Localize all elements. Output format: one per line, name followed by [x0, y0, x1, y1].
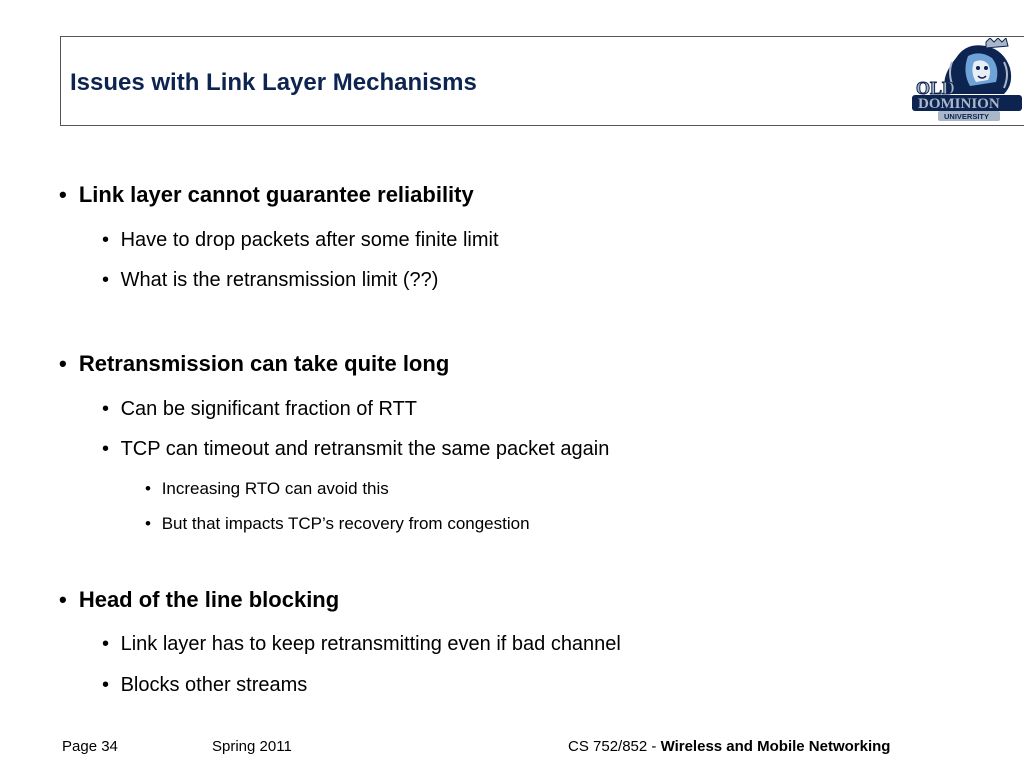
footer-course-name: Wireless and Mobile Networking: [660, 738, 891, 755]
section-heading: Link layer cannot guarantee reliability: [78, 182, 474, 207]
bullet-icon: •: [102, 674, 110, 696]
bullet-level2: • Blocks other streams: [102, 674, 307, 697]
bullet-level1: • Link layer cannot guarantee reliabilit…: [59, 182, 474, 208]
bullet-level2: • What is the retransmission limit (??): [102, 269, 438, 292]
bullet-level3: • Increasing RTO can avoid this: [145, 479, 389, 499]
bullet-level1: • Head of the line blocking: [59, 587, 339, 613]
bullet-icon: •: [59, 587, 67, 612]
bullet-text: But that impacts TCP’s recovery from con…: [161, 514, 530, 533]
bullet-level2: • TCP can timeout and retransmit the sam…: [102, 438, 609, 461]
slide-title: Issues with Link Layer Mechanisms: [70, 69, 477, 96]
footer-term: Spring 2011: [212, 738, 292, 755]
old-dominion-logo: OLD DOMINION UNIVERSITY: [908, 37, 1024, 124]
bullet-icon: •: [102, 633, 110, 655]
monarch-lion-icon: OLD DOMINION UNIVERSITY: [912, 37, 1022, 121]
logo-text-old: OLD: [916, 78, 955, 98]
bullet-level3: • But that impacts TCP’s recovery from c…: [145, 514, 530, 534]
bullet-text: Link layer has to keep retransmitting ev…: [120, 633, 621, 655]
bullet-text: Increasing RTO can avoid this: [161, 479, 389, 498]
bullet-level2: • Link layer has to keep retransmitting …: [102, 633, 621, 656]
bullet-text: Have to drop packets after some finite l…: [120, 229, 499, 251]
bullet-text: TCP can timeout and retransmit the same …: [120, 438, 610, 460]
bullet-icon: •: [102, 438, 110, 460]
bullet-icon: •: [59, 351, 67, 376]
bullet-text: Blocks other streams: [120, 674, 308, 696]
bullet-icon: •: [102, 229, 110, 251]
section-heading: Retransmission can take quite long: [78, 351, 450, 376]
bullet-icon: •: [102, 269, 110, 291]
bullet-level1: • Retransmission can take quite long: [59, 351, 449, 377]
title-box: Issues with Link Layer Mechanisms: [60, 36, 1024, 126]
bullet-icon: •: [102, 398, 110, 420]
section-heading: Head of the line blocking: [78, 587, 340, 612]
footer-page-number: Page 34: [62, 738, 118, 755]
footer-course: CS 752/852 - Wireless and Mobile Network…: [568, 738, 890, 755]
bullet-icon: •: [59, 182, 67, 207]
bullet-icon: •: [145, 514, 151, 533]
bullet-level2: • Can be significant fraction of RTT: [102, 398, 417, 421]
bullet-text: Can be significant fraction of RTT: [120, 398, 418, 420]
footer-course-prefix: CS 752/852 -: [568, 738, 661, 755]
bullet-icon: •: [145, 479, 151, 498]
bullet-level2: • Have to drop packets after some finite…: [102, 229, 499, 252]
logo-text-dominion: DOMINION: [918, 96, 1000, 112]
bullet-text: What is the retransmission limit (??): [120, 269, 439, 291]
logo-text-university: UNIVERSITY: [944, 112, 989, 121]
